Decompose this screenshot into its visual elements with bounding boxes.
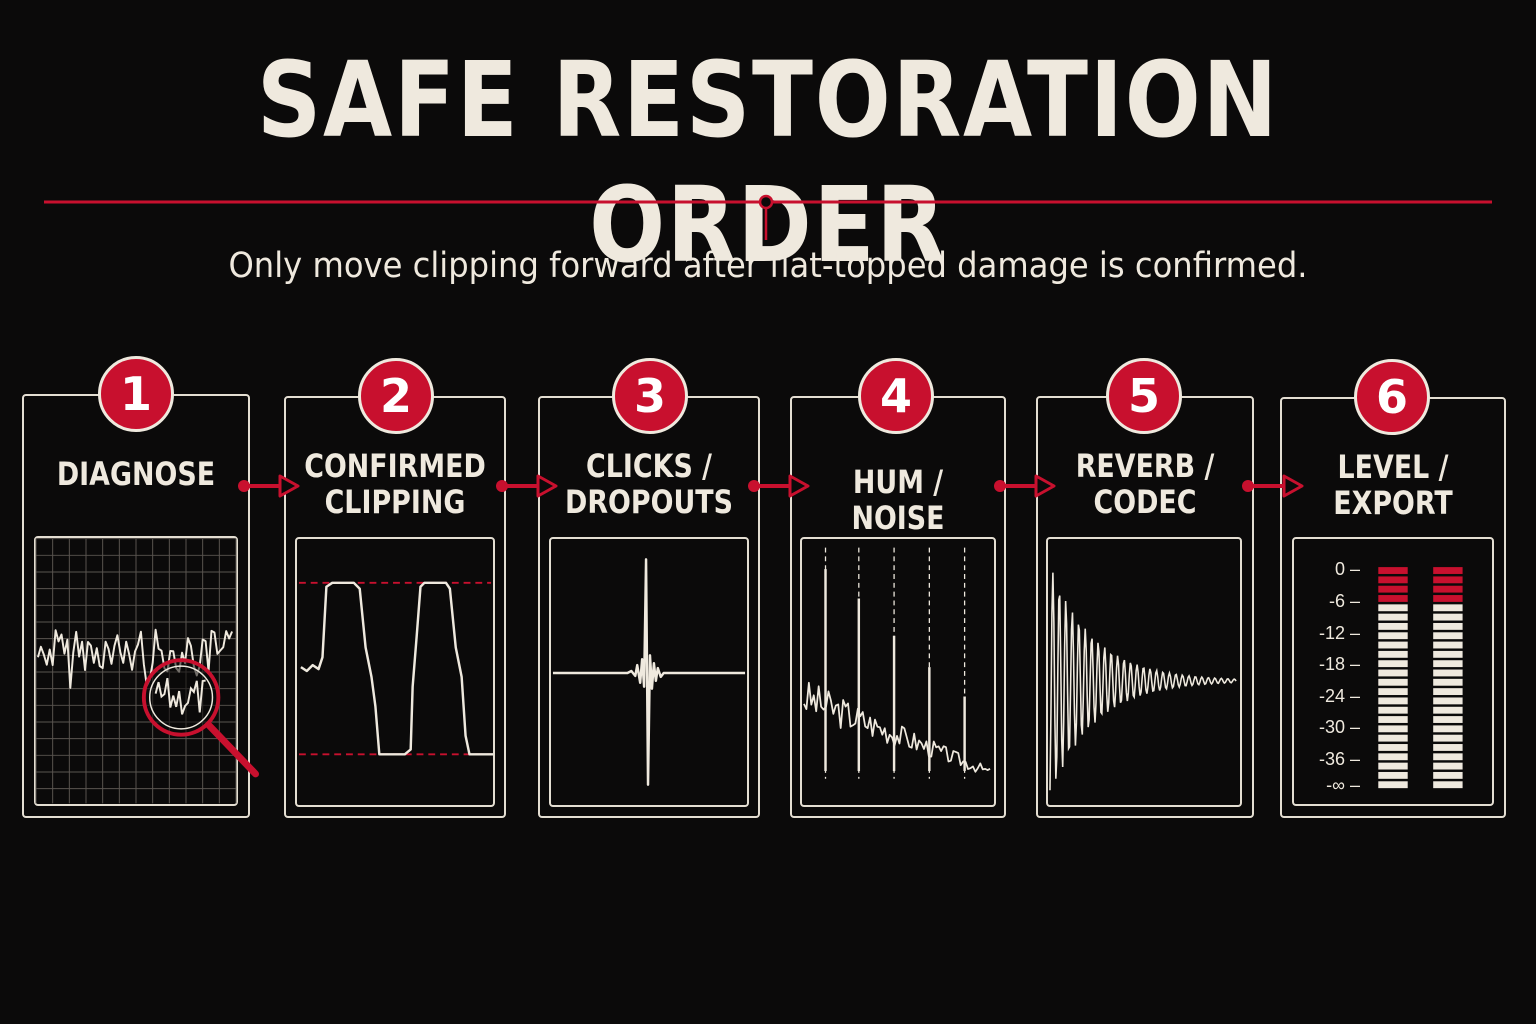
step-label: DIAGNOSE <box>40 456 232 492</box>
flow-arrow-icon <box>994 474 1056 498</box>
step-label: LEVEL / EXPORT <box>1298 449 1488 521</box>
step-label-line: CLIPPING <box>324 483 466 521</box>
level-meter-icon: 0 – -6 – -12 – -18 – -24 – -30 – -36 – -… <box>1292 537 1494 806</box>
step-number-badge: 5 <box>1106 358 1182 434</box>
step-number-badge: 6 <box>1354 359 1430 435</box>
meter-tick: -6 – <box>1328 591 1360 611</box>
step-label-line: CODEC <box>1093 483 1197 521</box>
meter-tick: 0 – <box>1334 559 1360 579</box>
step-number-badge: 1 <box>98 356 174 432</box>
meter-tick: -36 – <box>1318 749 1360 769</box>
step-label: CLICKS / DROPOUTS <box>556 448 742 520</box>
step-label-line: HUM / NOISE <box>851 463 945 537</box>
step-label: HUM / NOISE <box>807 464 988 536</box>
flow-arrow-icon <box>496 474 558 498</box>
meter-tick: -30 – <box>1318 717 1360 737</box>
meter-tick: -18 – <box>1318 654 1360 674</box>
step-number-badge: 4 <box>858 358 934 434</box>
clipped-waveform-icon <box>295 537 495 807</box>
reverb-decay-icon <box>1046 537 1242 807</box>
step-label-line: DROPOUTS <box>565 483 733 521</box>
flow-arrow-icon <box>238 474 300 498</box>
step-label: REVERB / CODEC <box>1053 448 1236 520</box>
meter-tick: -∞ – <box>1326 775 1360 795</box>
step-label-line: EXPORT <box>1333 484 1453 522</box>
meter-tick: -12 – <box>1318 623 1360 643</box>
step-card-6: 6 LEVEL / EXPORT 0 – -6 – -12 – -18 – -2… <box>1280 359 1506 818</box>
subtitle: Only move clipping forward after flat-to… <box>228 246 1308 286</box>
hum-spectrum-icon <box>800 537 996 807</box>
step-card-2: 2 CONFIRMED CLIPPING <box>284 358 506 818</box>
click-spike-icon <box>549 537 749 807</box>
step-label-line: DIAGNOSE <box>56 455 216 493</box>
flow-arrow-icon <box>1242 474 1304 498</box>
step-card-3: 3 CLICKS / DROPOUTS <box>538 358 760 818</box>
step-number-badge: 2 <box>358 358 434 434</box>
waveform-magnifier-icon <box>34 536 260 806</box>
meter-tick: -24 – <box>1318 686 1360 706</box>
step-label: CONFIRMED CLIPPING <box>302 448 488 520</box>
step-label-line: CONFIRMED <box>304 447 486 485</box>
flow-arrow-icon <box>748 474 810 498</box>
step-label-line: LEVEL / <box>1337 448 1449 486</box>
meter-scale: 0 – -6 – -12 – -18 – -24 – -30 – -36 – -… <box>1294 539 1360 808</box>
step-card-4: 4 HUM / NOISE <box>790 358 1006 818</box>
step-label-line: CLICKS / <box>586 447 712 485</box>
step-card-5: 5 REVERB / CODEC <box>1036 358 1254 818</box>
step-number-badge: 3 <box>612 358 688 434</box>
step-label-line: REVERB / <box>1075 447 1215 485</box>
title-divider <box>44 194 1492 240</box>
step-card-1: 1 DIAGNOSE <box>22 356 260 818</box>
